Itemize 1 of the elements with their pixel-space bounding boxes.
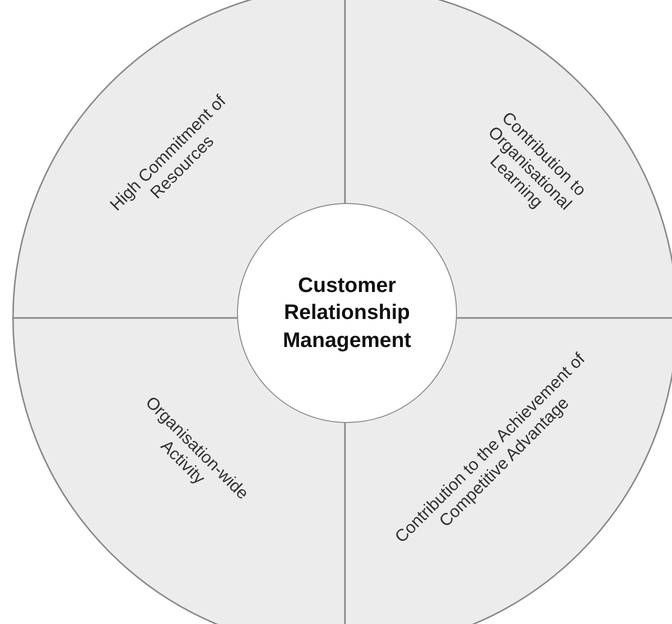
center-title: Customer Relationship Management <box>282 273 412 354</box>
